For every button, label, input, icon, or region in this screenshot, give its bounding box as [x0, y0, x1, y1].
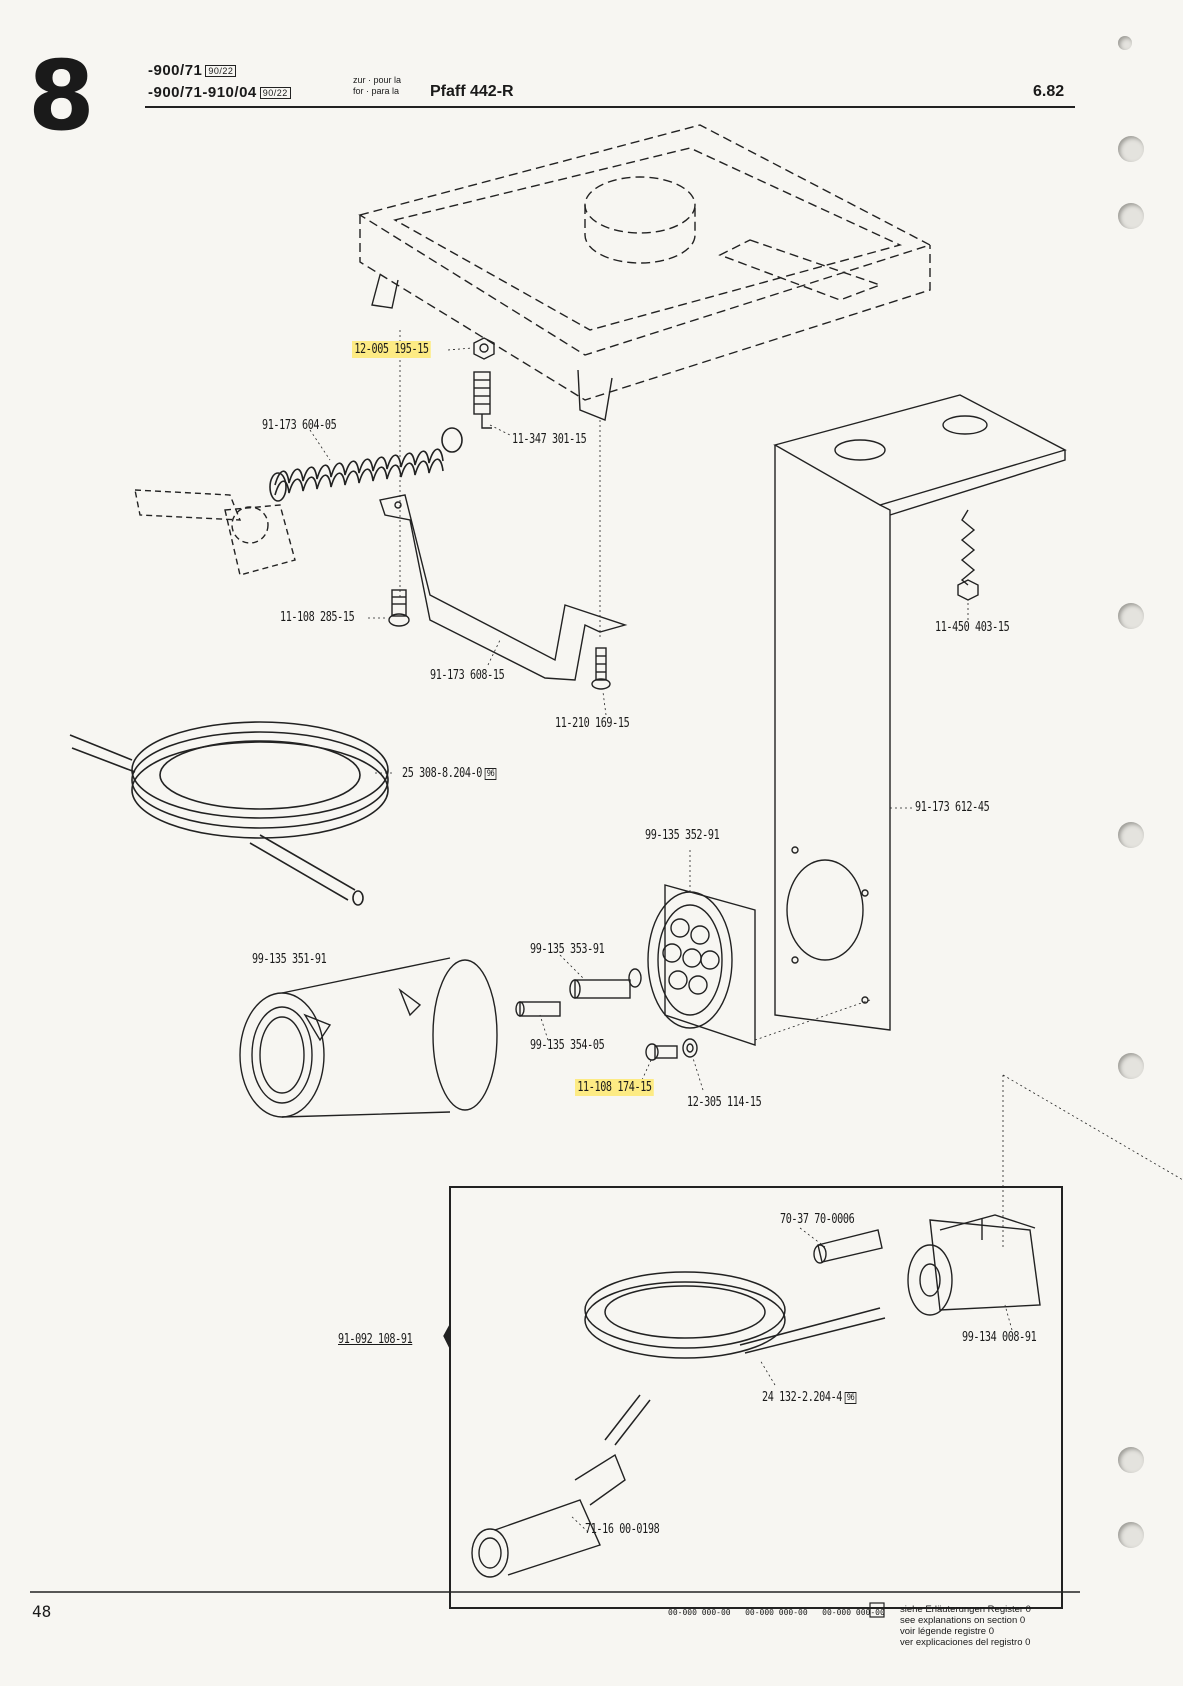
version-tag: 90/22	[205, 65, 237, 78]
version-tag: 96	[484, 767, 497, 780]
part-label: 12-305 114-15	[687, 1095, 762, 1110]
spring-drawing	[269, 427, 463, 502]
round-plug-drawing	[471, 1453, 626, 1578]
page-version: 6.82	[1033, 83, 1065, 100]
model-number: -900/71-910/04	[148, 84, 257, 101]
page-number: 48	[32, 1602, 52, 1621]
code-entry: 00-000 000-00	[745, 1608, 808, 1617]
part-label: 99-135 352-91	[645, 828, 720, 843]
part-label: 99-135 353-91	[530, 942, 605, 957]
base-foot	[577, 369, 613, 421]
binder-hole-icon	[1118, 603, 1144, 629]
model-number: -900/71	[148, 62, 203, 79]
language-prefix-top: zur · pour la	[353, 75, 402, 85]
part-label-text: 25 308-8.204-0	[402, 766, 483, 781]
binder-hole-icon	[1118, 36, 1132, 50]
code-legend: 00-000 000-00 00-000 000-00 00-000 000-0…	[668, 1608, 885, 1617]
part-label-text: 11-108 174-15	[575, 1079, 654, 1096]
mounting-bracket-drawing	[773, 394, 1067, 1031]
part-label: 11-210 169-15	[555, 716, 630, 731]
part-label: 12-005 195-15	[352, 341, 431, 358]
register-note-es: ver explicaciones del registro 0	[900, 1637, 1031, 1648]
part-label: 11-108 174-15	[575, 1079, 654, 1096]
binder-hole-icon	[1118, 1447, 1144, 1473]
part-label: 11-347 301-15	[512, 432, 587, 447]
binder-hole-icon	[1118, 1053, 1144, 1079]
part-label: 99-134 008-91	[962, 1330, 1037, 1345]
part-label: 70-37 70-0006	[780, 1212, 855, 1227]
machine-model: Pfaff 442-R	[430, 83, 514, 100]
bracket-drawing	[379, 494, 628, 681]
stud-drawing	[473, 371, 492, 429]
wood-screw-drawing	[957, 509, 979, 601]
pin-drawing	[515, 968, 642, 1017]
part-label: 11-108 285-15	[280, 610, 355, 625]
part-label: 91-173 604-05	[262, 418, 337, 433]
register-note-fr: voir légende registre 0	[900, 1626, 994, 1637]
base-plate	[358, 124, 932, 401]
section-number: 8	[28, 40, 95, 152]
base-foot	[371, 274, 399, 309]
inset-leader-lines	[569, 1227, 1013, 1533]
inset-frame	[449, 1186, 1063, 1609]
leader-lines	[309, 330, 1183, 1250]
inset-pointer-icon	[443, 1324, 451, 1349]
part-label: 71-16 00-0198	[585, 1522, 660, 1537]
binder-hole-icon	[1118, 136, 1144, 162]
part-label-text: 12-005 195-15	[352, 341, 431, 358]
binder-hole-icon	[1118, 1522, 1144, 1548]
language-prefix-bottom: for · para la	[353, 86, 400, 96]
part-label-text: 24 132-2.204-4	[762, 1390, 843, 1405]
part-label: 91-173 608-15	[430, 668, 505, 683]
register-note-en: see explanations on section 0	[900, 1615, 1026, 1626]
tube-coil-drawing	[69, 721, 389, 906]
cable-coil-drawing	[584, 1271, 886, 1446]
register-box-icon	[869, 1602, 885, 1618]
screw-drawing	[388, 589, 410, 627]
part-label: 99-135 354-05	[530, 1038, 605, 1053]
hex-nut-drawing	[473, 337, 495, 360]
screw-drawing	[645, 1038, 698, 1061]
lever-drawing	[134, 489, 296, 576]
part-label: 91-173 612-45	[915, 800, 990, 815]
part-label: 91-092 108-91	[338, 1332, 413, 1347]
version-tag: 96	[844, 1391, 857, 1404]
screw-drawing	[591, 647, 611, 690]
register-note: siehe Erläuterungen Register 0 see expla…	[900, 1604, 1031, 1648]
binder-hole-icon	[1118, 203, 1144, 229]
code-entry: 00-000 000-00	[668, 1608, 731, 1617]
version-tag: 90/22	[259, 87, 291, 100]
part-label: 99-135 351-91	[252, 952, 327, 967]
sleeve-drawing	[813, 1229, 883, 1264]
coupling-sleeve-drawing	[239, 957, 498, 1118]
header-rule	[145, 106, 1075, 108]
part-label: 11-450 403-15	[935, 620, 1010, 635]
code-entry: 00-000 000-00	[822, 1608, 885, 1617]
language-prefix: zur · pour la for · para la	[353, 75, 401, 97]
socket-drawing	[647, 884, 756, 1046]
connector-plug-drawing	[907, 1214, 1041, 1316]
binder-hole-icon	[1118, 822, 1144, 848]
register-note-de: siehe Erläuterungen Register 0	[900, 1604, 1031, 1615]
